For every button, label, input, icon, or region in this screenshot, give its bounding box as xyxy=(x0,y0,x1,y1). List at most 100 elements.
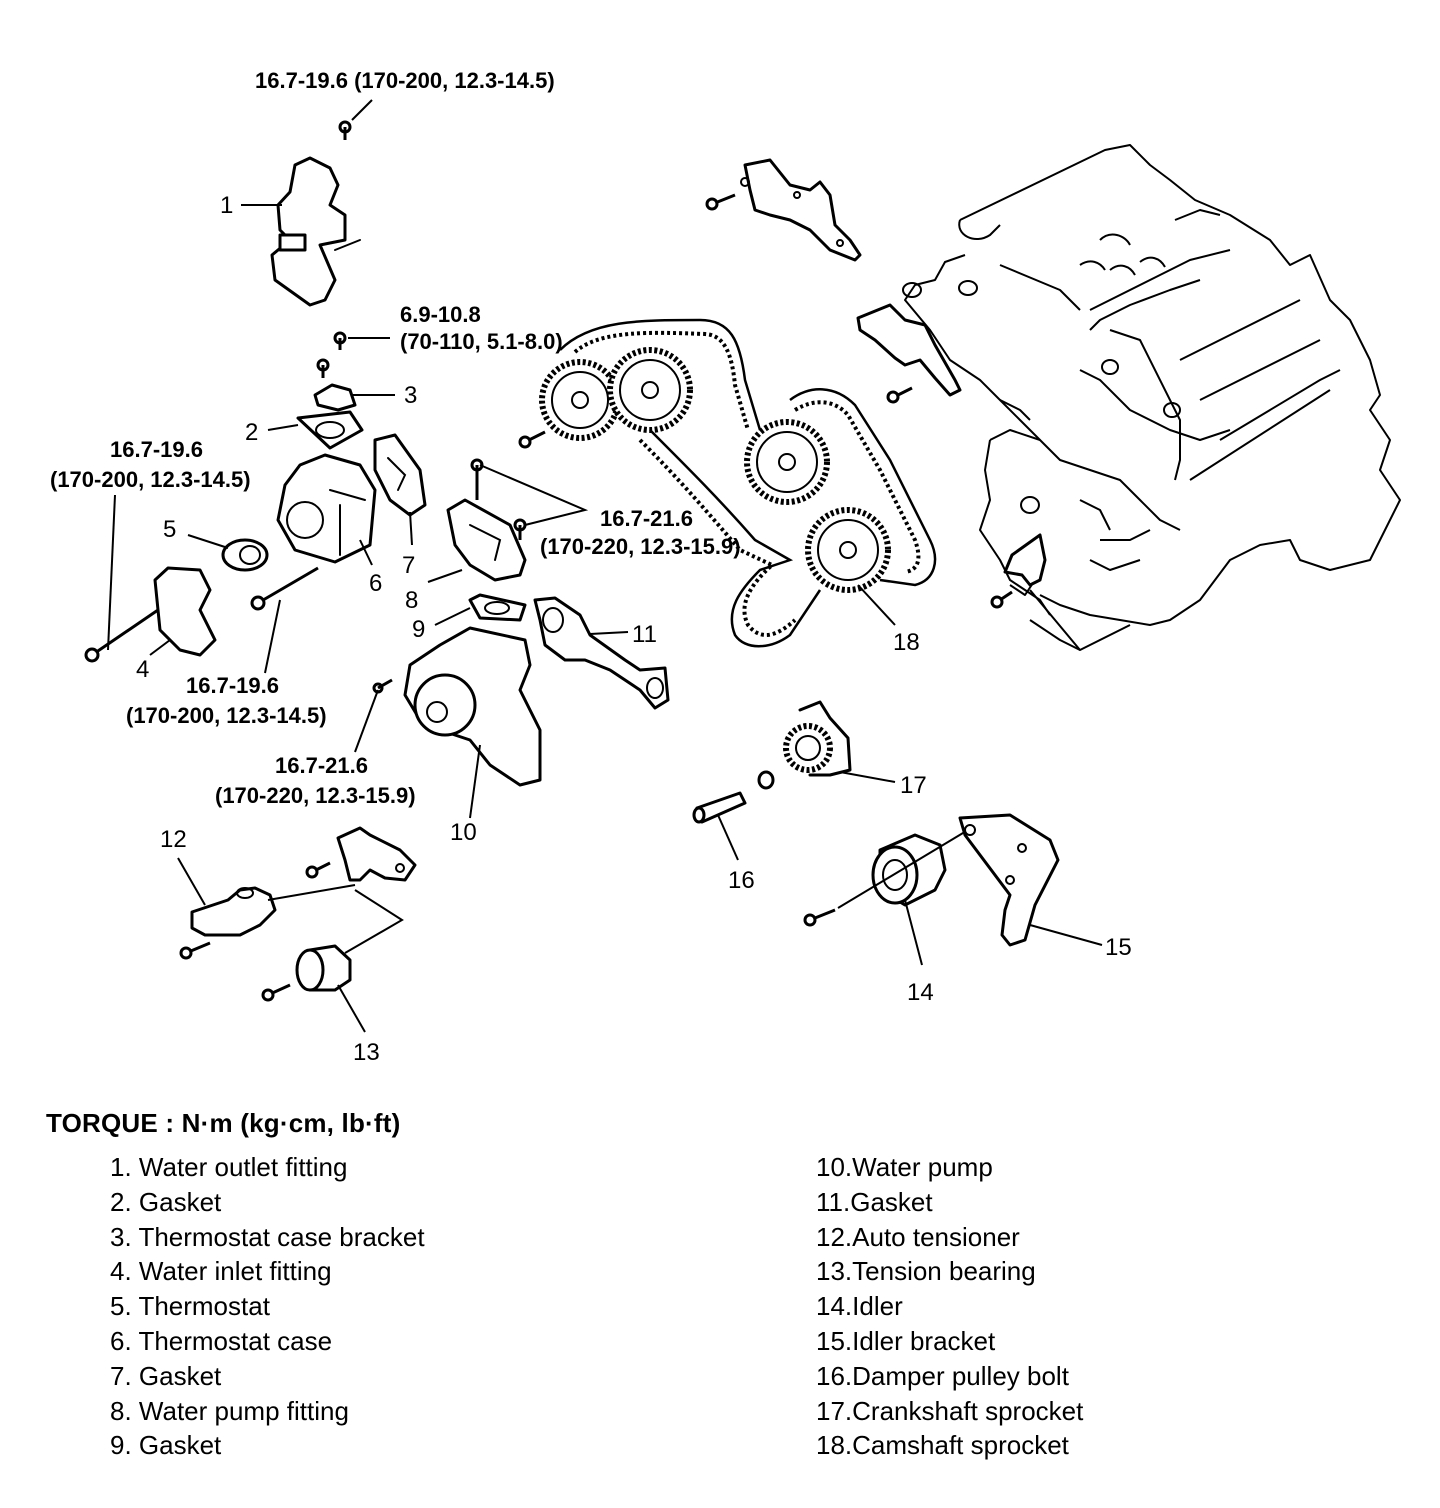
legend-item: 12.Auto tensioner xyxy=(816,1221,1020,1252)
leader-13-link xyxy=(344,889,404,954)
leader-18 xyxy=(857,584,896,626)
exploded-diagram: 16.7-19.6 (170-200, 12.3-14.5) 6.9-10.8 … xyxy=(50,68,1401,1066)
callout-10: 10 xyxy=(450,819,477,846)
belt-cover-bracket xyxy=(856,303,962,397)
camshaft-sprocket xyxy=(607,347,693,433)
callout-15: 15 xyxy=(1105,934,1132,961)
torque-spec-inlet: 16.7-19.6 xyxy=(110,437,203,462)
legend-item: 17.Crankshaft sprocket xyxy=(816,1395,1084,1426)
camshaft-sprocket xyxy=(744,419,830,505)
legend-item: 6. Thermostat case xyxy=(110,1325,333,1356)
torque-units-heading: TORQUE : N·m (kg·cm, lb·ft) xyxy=(46,1108,401,1138)
leader-t5 xyxy=(264,599,281,674)
parts-legend-right: 10.Water pump 11.Gasket 12.Auto tensione… xyxy=(816,1150,1083,1463)
callout-14: 14 xyxy=(907,979,934,1006)
leader-tensioner-link xyxy=(267,884,356,901)
callout-12: 12 xyxy=(160,826,187,853)
leader-7 xyxy=(409,511,413,546)
torque-spec-pump-2: (170-220, 12.3-15.9) xyxy=(215,783,416,808)
bolt xyxy=(305,861,331,879)
leader-t4 xyxy=(479,464,589,526)
gasket-7 xyxy=(373,433,427,517)
leader-2 xyxy=(267,424,299,431)
leader-8 xyxy=(427,569,463,583)
leader-4 xyxy=(149,639,171,656)
camshaft-sprocket xyxy=(539,359,621,441)
callout-4: 4 xyxy=(136,656,149,683)
leader-17 xyxy=(839,771,896,783)
leader-t1 xyxy=(351,99,373,121)
washer xyxy=(757,770,775,790)
leader-12 xyxy=(177,857,206,906)
crankshaft-sprocket xyxy=(783,700,852,777)
water-pump-fitting xyxy=(446,498,527,582)
callout-11: 11 xyxy=(632,621,657,648)
idler xyxy=(871,833,947,907)
gasket-2 xyxy=(296,410,364,450)
legend-item: 8. Water pump fitting xyxy=(110,1395,349,1426)
legend-item: 3. Thermostat case bracket xyxy=(110,1221,425,1252)
tension-bearing xyxy=(295,944,352,992)
leader-11 xyxy=(589,631,629,635)
torque-spec-inlet-2: (170-200, 12.3-14.5) xyxy=(50,467,251,492)
auto-tensioner xyxy=(190,886,277,937)
tensioner-bracket xyxy=(336,826,417,882)
legend-item: 7. Gasket xyxy=(110,1360,222,1391)
engine-block xyxy=(902,144,1401,651)
legend-item: 2. Gasket xyxy=(110,1186,222,1217)
bolt xyxy=(803,908,836,927)
legend-item: 14.Idler xyxy=(816,1291,903,1322)
torque-spec-case: 16.7-19.6 xyxy=(186,673,279,698)
leader-10 xyxy=(469,744,481,819)
parts-legend-left: 1. Water outlet fitting 2. Gasket 3. The… xyxy=(110,1150,425,1463)
legend-item: 10.Water pump xyxy=(816,1152,993,1182)
leader-5 xyxy=(187,534,229,549)
thermostat xyxy=(221,538,269,572)
leader-14 xyxy=(904,899,923,966)
long-bolt xyxy=(84,608,159,663)
callout-1: 1 xyxy=(220,192,233,219)
callout-2: 2 xyxy=(245,419,258,446)
legend-item: 15.Idler bracket xyxy=(816,1325,996,1356)
callout-6: 6 xyxy=(369,570,382,597)
leader-t3 xyxy=(107,494,116,651)
bolt xyxy=(316,358,330,378)
leader-16 xyxy=(717,814,739,861)
thermostat-case-bracket xyxy=(313,383,357,412)
lower-engine-bracket xyxy=(1003,533,1047,587)
gasket-11 xyxy=(533,596,670,710)
bolt xyxy=(261,983,291,1002)
gasket-9 xyxy=(468,593,527,622)
legend-item: 11.Gasket xyxy=(816,1186,933,1217)
callout-3: 3 xyxy=(404,382,417,409)
upper-timing-bracket xyxy=(740,158,862,262)
callout-17: 17 xyxy=(900,772,927,799)
legend-item: 16.Damper pulley bolt xyxy=(816,1360,1069,1391)
callout-18: 18 xyxy=(893,629,920,656)
water-outlet-fitting xyxy=(270,120,361,307)
water-pump xyxy=(403,626,542,787)
timing-belt xyxy=(559,318,937,648)
torque-spec-bracket: 6.9-10.8 xyxy=(400,302,481,327)
torque-spec-outlet: 16.7-19.6 (170-200, 12.3-14.5) xyxy=(255,68,555,93)
callout-8: 8 xyxy=(405,587,418,614)
bolt xyxy=(333,331,347,350)
long-bolt xyxy=(250,566,319,611)
leader-14-bolt-line xyxy=(837,829,969,909)
bolt xyxy=(705,193,736,211)
legend-item: 1. Water outlet fitting xyxy=(110,1152,348,1182)
damper-pulley-bolt xyxy=(692,791,747,824)
camshaft-sprocket-18 xyxy=(805,507,891,593)
leader-9 xyxy=(434,607,471,626)
thermostat-case xyxy=(276,453,377,564)
legend-item: 13.Tension bearing xyxy=(816,1256,1036,1287)
leader-15 xyxy=(1029,924,1103,946)
legend-item: 9. Gasket xyxy=(110,1430,222,1461)
callout-9: 9 xyxy=(412,616,425,643)
legend-item: 18.Camshaft sprocket xyxy=(816,1430,1069,1461)
callout-13: 13 xyxy=(353,1039,380,1066)
legend-item: 5. Thermostat xyxy=(110,1291,270,1322)
idler-bracket xyxy=(958,813,1060,947)
torque-spec-pump-fitting: 16.7-21.6 xyxy=(600,506,693,531)
callout-5: 5 xyxy=(163,516,176,543)
